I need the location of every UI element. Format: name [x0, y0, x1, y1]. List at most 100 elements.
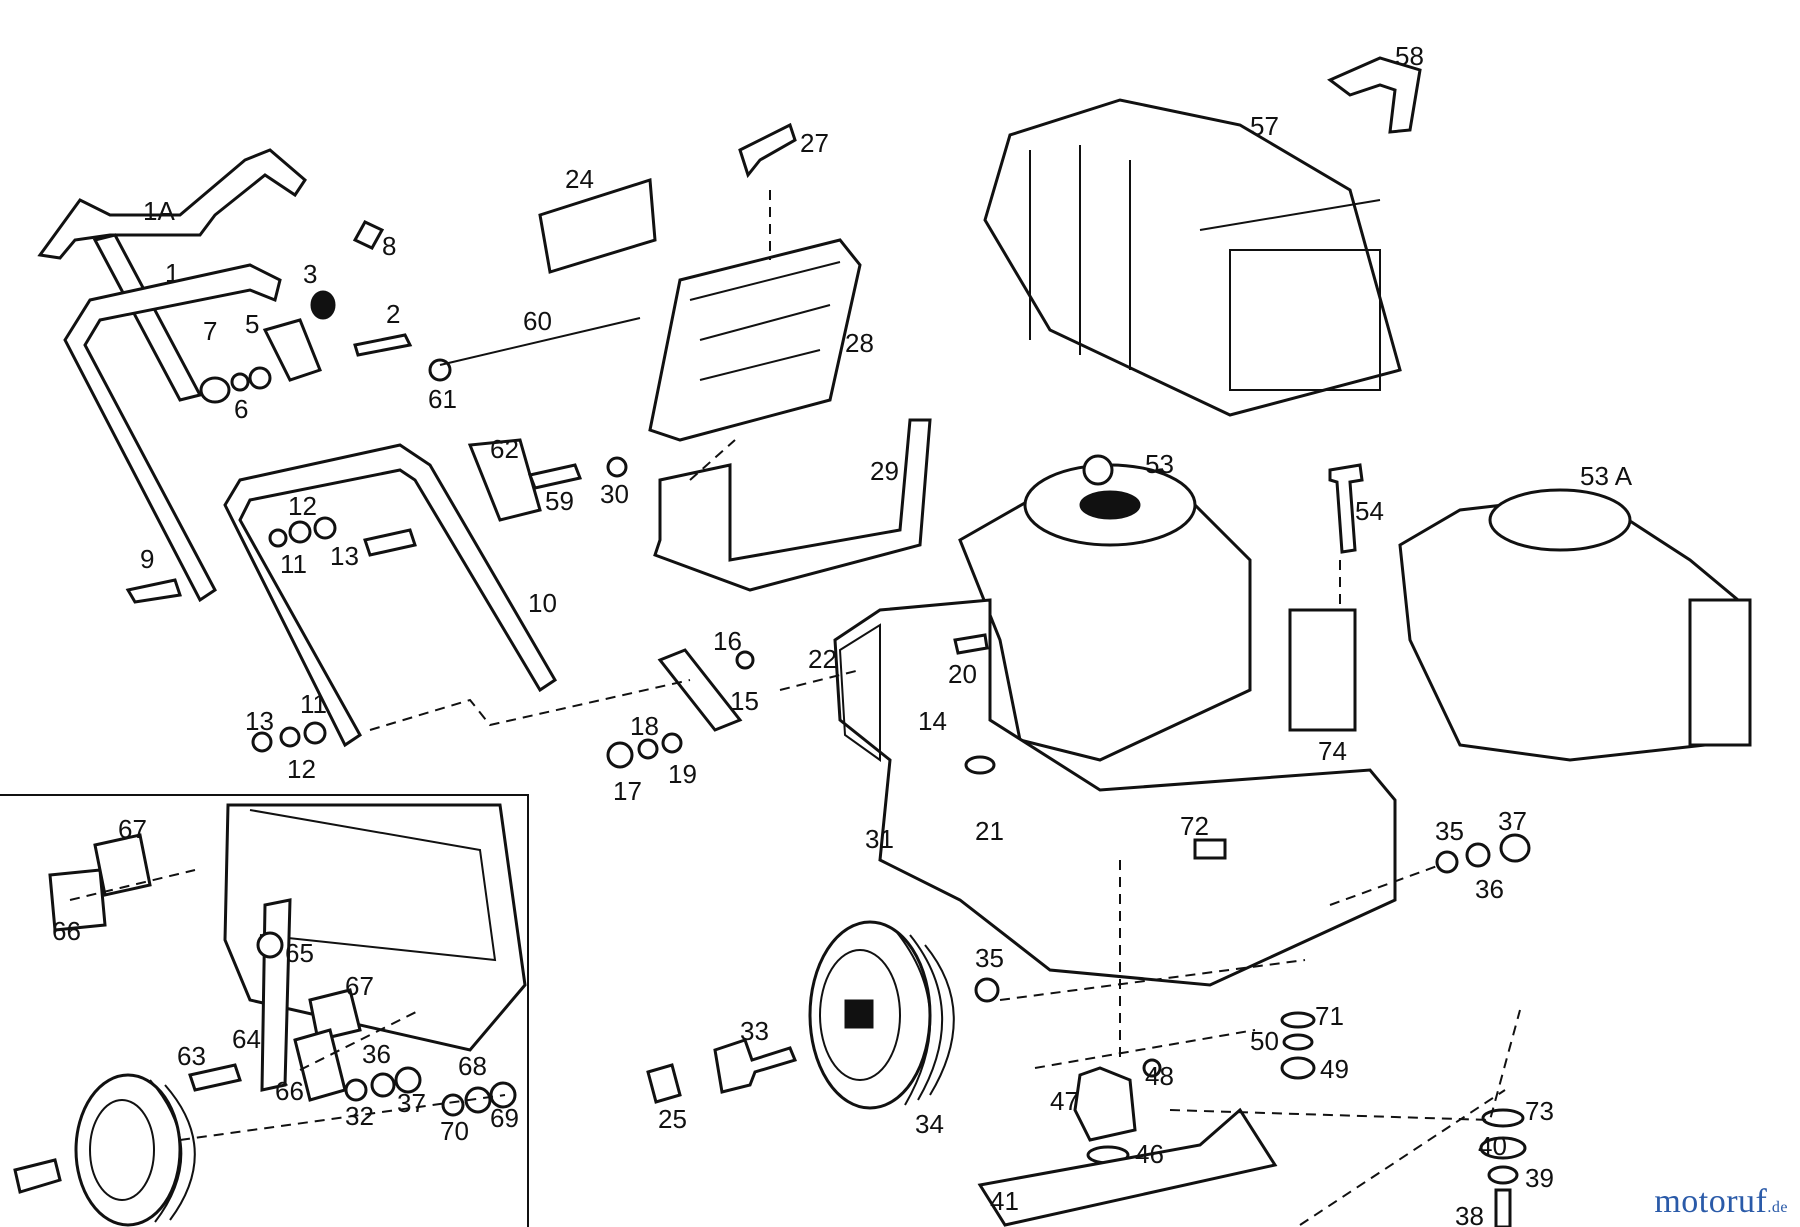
callout-21: 21	[975, 816, 1004, 846]
callout-63: 63	[177, 1041, 206, 1071]
callout-69: 69	[490, 1103, 519, 1133]
callout-29: 29	[870, 456, 899, 486]
assembly-lines	[369, 190, 1521, 1226]
callout-64: 64	[232, 1024, 261, 1054]
callout-59: 59	[545, 486, 574, 516]
callout-12b: 12	[287, 754, 316, 784]
callout-8: 8	[382, 231, 396, 261]
callout-71: 71	[1315, 1001, 1344, 1031]
callout-1: 1	[165, 258, 179, 288]
callout-49: 49	[1320, 1054, 1349, 1084]
callout-12a: 12	[288, 491, 317, 521]
callout-67b: 67	[345, 971, 374, 1001]
callout-13b: 13	[245, 706, 274, 736]
callout-9: 9	[140, 544, 154, 574]
callout-10: 10	[528, 588, 557, 618]
handle-1	[63, 263, 282, 603]
callout-54: 54	[1355, 496, 1384, 526]
grass-catcher-57	[983, 98, 1402, 417]
callout-14: 14	[918, 706, 947, 736]
washers-right	[974, 833, 1531, 1003]
callout-27: 27	[800, 128, 829, 158]
catcher-handle-58	[1327, 56, 1422, 134]
callout-60: 60	[523, 306, 552, 336]
callout-32: 32	[345, 1101, 374, 1131]
callout-22: 22	[808, 644, 837, 674]
callout-48: 48	[1145, 1061, 1174, 1091]
clip-27	[738, 122, 797, 179]
callout-30: 30	[600, 479, 629, 509]
callout-35a: 35	[1435, 816, 1464, 846]
engine-53a	[1398, 488, 1752, 762]
callout-35b: 35	[975, 943, 1004, 973]
callout-53a: 53 A	[1580, 461, 1633, 491]
callout-11a: 11	[280, 549, 307, 579]
wheel-34	[808, 920, 955, 1110]
callout-37b: 37	[397, 1088, 426, 1118]
inset-detail	[0, 794, 529, 1227]
bracket-29	[653, 418, 932, 592]
axle-bolt-33	[713, 1038, 798, 1094]
callout-17: 17	[613, 776, 642, 806]
callout-18: 18	[630, 711, 659, 741]
callout-33: 33	[740, 1016, 769, 1046]
callout-73: 73	[1525, 1096, 1554, 1126]
callout-1a: 1A	[143, 196, 175, 226]
callout-46: 46	[1135, 1139, 1164, 1169]
callout-39: 39	[1525, 1163, 1554, 1193]
callout-5: 5	[245, 309, 259, 339]
callout-3: 3	[303, 259, 317, 289]
bracket-15	[606, 633, 989, 769]
callout-58: 58	[1395, 41, 1424, 71]
watermark-logo: motoruf.de	[1654, 1183, 1788, 1221]
callouts: 1A 1 3 8 2 7 5 6 60 61 24 27 28 58 57 62…	[52, 41, 1633, 1227]
callout-19: 19	[668, 759, 697, 789]
callout-65: 65	[285, 938, 314, 968]
callout-47: 47	[1050, 1086, 1079, 1116]
callout-53: 53	[1145, 449, 1174, 479]
callout-15: 15	[730, 686, 759, 716]
watermark-tld: .de	[1767, 1199, 1788, 1216]
callout-37a: 37	[1498, 806, 1527, 836]
bolt-54	[1328, 463, 1364, 554]
callout-31: 31	[865, 824, 894, 854]
callout-57: 57	[1250, 111, 1279, 141]
handle-hardware	[125, 220, 641, 753]
blade-41	[977, 1107, 1278, 1227]
callout-2: 2	[386, 299, 400, 329]
cap-25	[646, 1063, 682, 1104]
callout-11b: 11	[300, 689, 327, 719]
callout-6: 6	[234, 394, 248, 424]
callout-28: 28	[845, 328, 874, 358]
mower-deck-31	[833, 598, 1397, 987]
callout-70: 70	[440, 1116, 469, 1146]
callout-40: 40	[1478, 1131, 1507, 1161]
callout-13a: 13	[330, 541, 359, 571]
callout-67a: 67	[118, 814, 147, 844]
callout-68: 68	[458, 1051, 487, 1081]
callout-20: 20	[948, 659, 977, 689]
engine-53	[958, 454, 1357, 762]
callout-25: 25	[658, 1104, 687, 1134]
callout-66a: 66	[52, 916, 81, 946]
callout-61: 61	[428, 384, 457, 414]
watermark-brand: motoruf	[1654, 1183, 1768, 1220]
callout-74: 74	[1318, 736, 1347, 766]
callout-16: 16	[713, 626, 742, 656]
callout-38: 38	[1455, 1201, 1484, 1227]
callout-72: 72	[1180, 811, 1209, 841]
callout-66b: 66	[275, 1076, 304, 1106]
callout-50: 50	[1250, 1026, 1279, 1056]
callout-62: 62	[490, 434, 519, 464]
callout-41: 41	[990, 1186, 1019, 1216]
rear-flap-28	[648, 238, 862, 442]
callout-7: 7	[203, 316, 217, 346]
label-plate-24	[538, 178, 657, 274]
handle-10	[223, 443, 558, 748]
callout-36a: 36	[1475, 874, 1504, 904]
callout-36b: 36	[362, 1039, 391, 1069]
callout-24: 24	[565, 164, 594, 194]
handle-1a	[37, 148, 307, 402]
callout-34: 34	[915, 1109, 944, 1139]
